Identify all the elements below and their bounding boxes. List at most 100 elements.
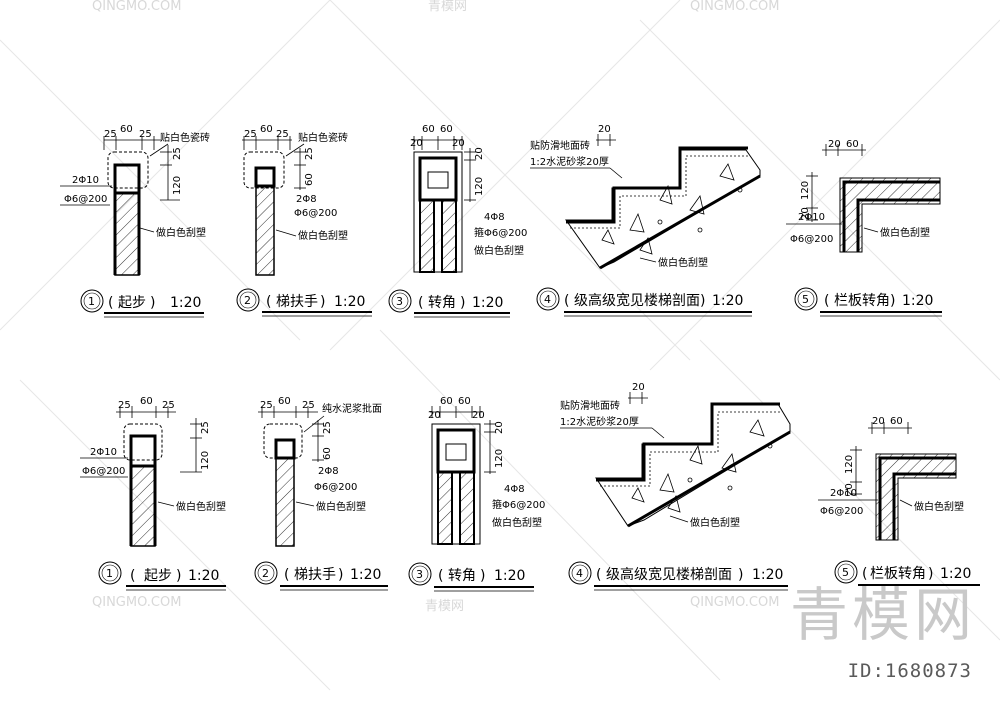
vdim-label: 120 [844,455,855,474]
dim-label: 60 [278,396,291,407]
hatched-wall [459,471,475,545]
dim-label: 25 [260,400,273,411]
cap-beam [129,434,157,468]
detail-title: 转角 [428,295,456,311]
detail-title: 级高级宽见楼梯剖面 [574,292,700,309]
title-paren-close: ) [480,568,485,584]
watermark-cn: 青模网 [428,0,467,14]
note-cement: 纯水泥浆批面 [322,402,382,415]
tile-cap [263,423,303,459]
corner-beam [436,428,476,474]
title-paren-open: ( [108,295,113,311]
note-stirrup: Φ6@200 [64,194,107,205]
detail-scale: 1:20 [170,295,201,311]
title-paren-open: ( [130,568,135,584]
vdim-label: 60 [322,447,333,460]
detail-5-row2: 20 60 120 20 2Φ10 Φ6@200 做白色刮塑 5 ( 栏板转角 … [818,416,980,586]
detail-5-row1: 20 60 120 20 2Φ10 Φ6@200 做白色刮塑 5 ( 栏板转角 … [786,139,942,317]
vdim-label: 20 [800,207,811,220]
dim-label: 60 [260,124,273,135]
note-stirrup: 箍Φ6@200 [474,226,527,239]
detail-number: 5 [842,566,849,579]
title-paren-open: ( [418,295,423,311]
note-finish: 做白色刮塑 [156,226,206,239]
detail-1-row2: 25 60 25 25 120 2Φ10 Φ6@200 做白色刮塑 1 ( 起步… [80,396,226,591]
tile-cap [123,423,163,461]
note-finish: 做白色刮塑 [298,229,348,242]
drawing-id: ID:1680873 [847,660,972,682]
vdim-label: 25 [200,421,211,434]
detail-scale: 1:20 [494,568,525,584]
cap-beam [113,163,141,195]
cap-beam [274,438,296,460]
detail-title: 起步 [118,295,146,311]
concrete-aggregate [631,419,773,513]
note-rebar: 4Φ8 [484,212,505,223]
detail-2-row1: 25 60 25 贴白色瓷砖 25 60 2Φ8 Φ6@200 做白色刮塑 2 … [236,124,372,317]
vdim-label: 60 [304,173,315,186]
note-mortar: 1:2水泥砂浆20厚 [530,155,609,168]
note-finish: 做白色刮塑 [914,500,964,513]
note-rebar: 2Φ10 [830,488,857,499]
dim-label: 25 [139,129,152,140]
dimension-line [103,136,162,150]
detail-title: 栏板转角 [870,566,926,582]
dim-label: 20 [872,416,885,427]
detail-number-circle [254,561,278,585]
hatched-wall [275,457,295,547]
dim-label: 20 [472,410,485,421]
watermark-lines [0,0,1000,691]
dim-label: 60 [120,124,133,135]
detail-title: 转角 [448,568,476,584]
note-stirrup: Φ6@200 [82,466,125,477]
vdim-label: 20 [474,147,485,160]
hatched-wall [441,199,457,273]
note-finish: 做白色刮塑 [176,500,226,513]
title-paren-close: ) [150,295,155,311]
detail-number-circle [536,287,560,311]
detail-title: 栏板转角 [834,293,890,309]
hatched-corner [839,177,941,253]
column-outline [413,151,463,273]
cap-beam [254,166,276,188]
dim-label: 60 [440,396,453,407]
hatched-wall [437,471,453,545]
hatched-wall [255,185,275,276]
dim-label: 20 [428,410,441,421]
detail-4-row2: 20 贴防滑地面砖 1:2水泥砂浆20厚 做白色刮塑 4 ( 级高级宽见楼梯剖面… [560,382,791,591]
detail-2-row2: 25 60 25 纯水泥浆批面 25 60 2Φ8 Φ6@200 做白色刮塑 2… [254,396,388,591]
hatched-wall [114,192,140,276]
dim-label: 20 [452,138,465,149]
title-paren-close: ) [890,293,895,309]
hatched-wall [130,465,156,547]
detail-title: 起步 [144,568,172,584]
vdim-label: 120 [172,176,183,195]
dim-label: 60 [890,416,903,427]
vdim-label: 25 [172,147,183,160]
watermark-text: QINGMO.COM [92,595,181,610]
note-finish: 做白色刮塑 [690,516,740,529]
stair-finish-line [596,402,780,482]
detail-number-circle [80,289,104,313]
dim-label: 25 [104,129,117,140]
column-outline [431,423,481,545]
title-paren-open: ( [266,294,271,310]
note-tile: 贴白色瓷砖 [160,131,210,144]
detail-number-circle [98,561,122,585]
note-rebar: 2Φ10 [72,175,99,186]
watermark-texts: QINGMO.COM 青模网 QINGMO.COM QINGMO.COM 青模网… [92,0,779,614]
title-paren-close: ) [700,293,705,309]
note-finish: 做白色刮塑 [880,226,930,239]
watermark-text: QINGMO.COM [690,595,779,610]
vdim-label: 120 [474,177,485,196]
note-stirrup: Φ6@200 [820,506,863,517]
detail-number: 2 [244,294,251,307]
stair-soffit [599,174,761,270]
note-finish: 做白色刮塑 [316,500,366,513]
dim-label: 25 [302,400,315,411]
note-rebar: 4Φ8 [504,484,525,495]
dim-label: 20 [598,124,611,135]
dim-label: 60 [458,396,471,407]
vdim-label: 120 [200,451,211,470]
vdim-label: 120 [800,181,811,200]
